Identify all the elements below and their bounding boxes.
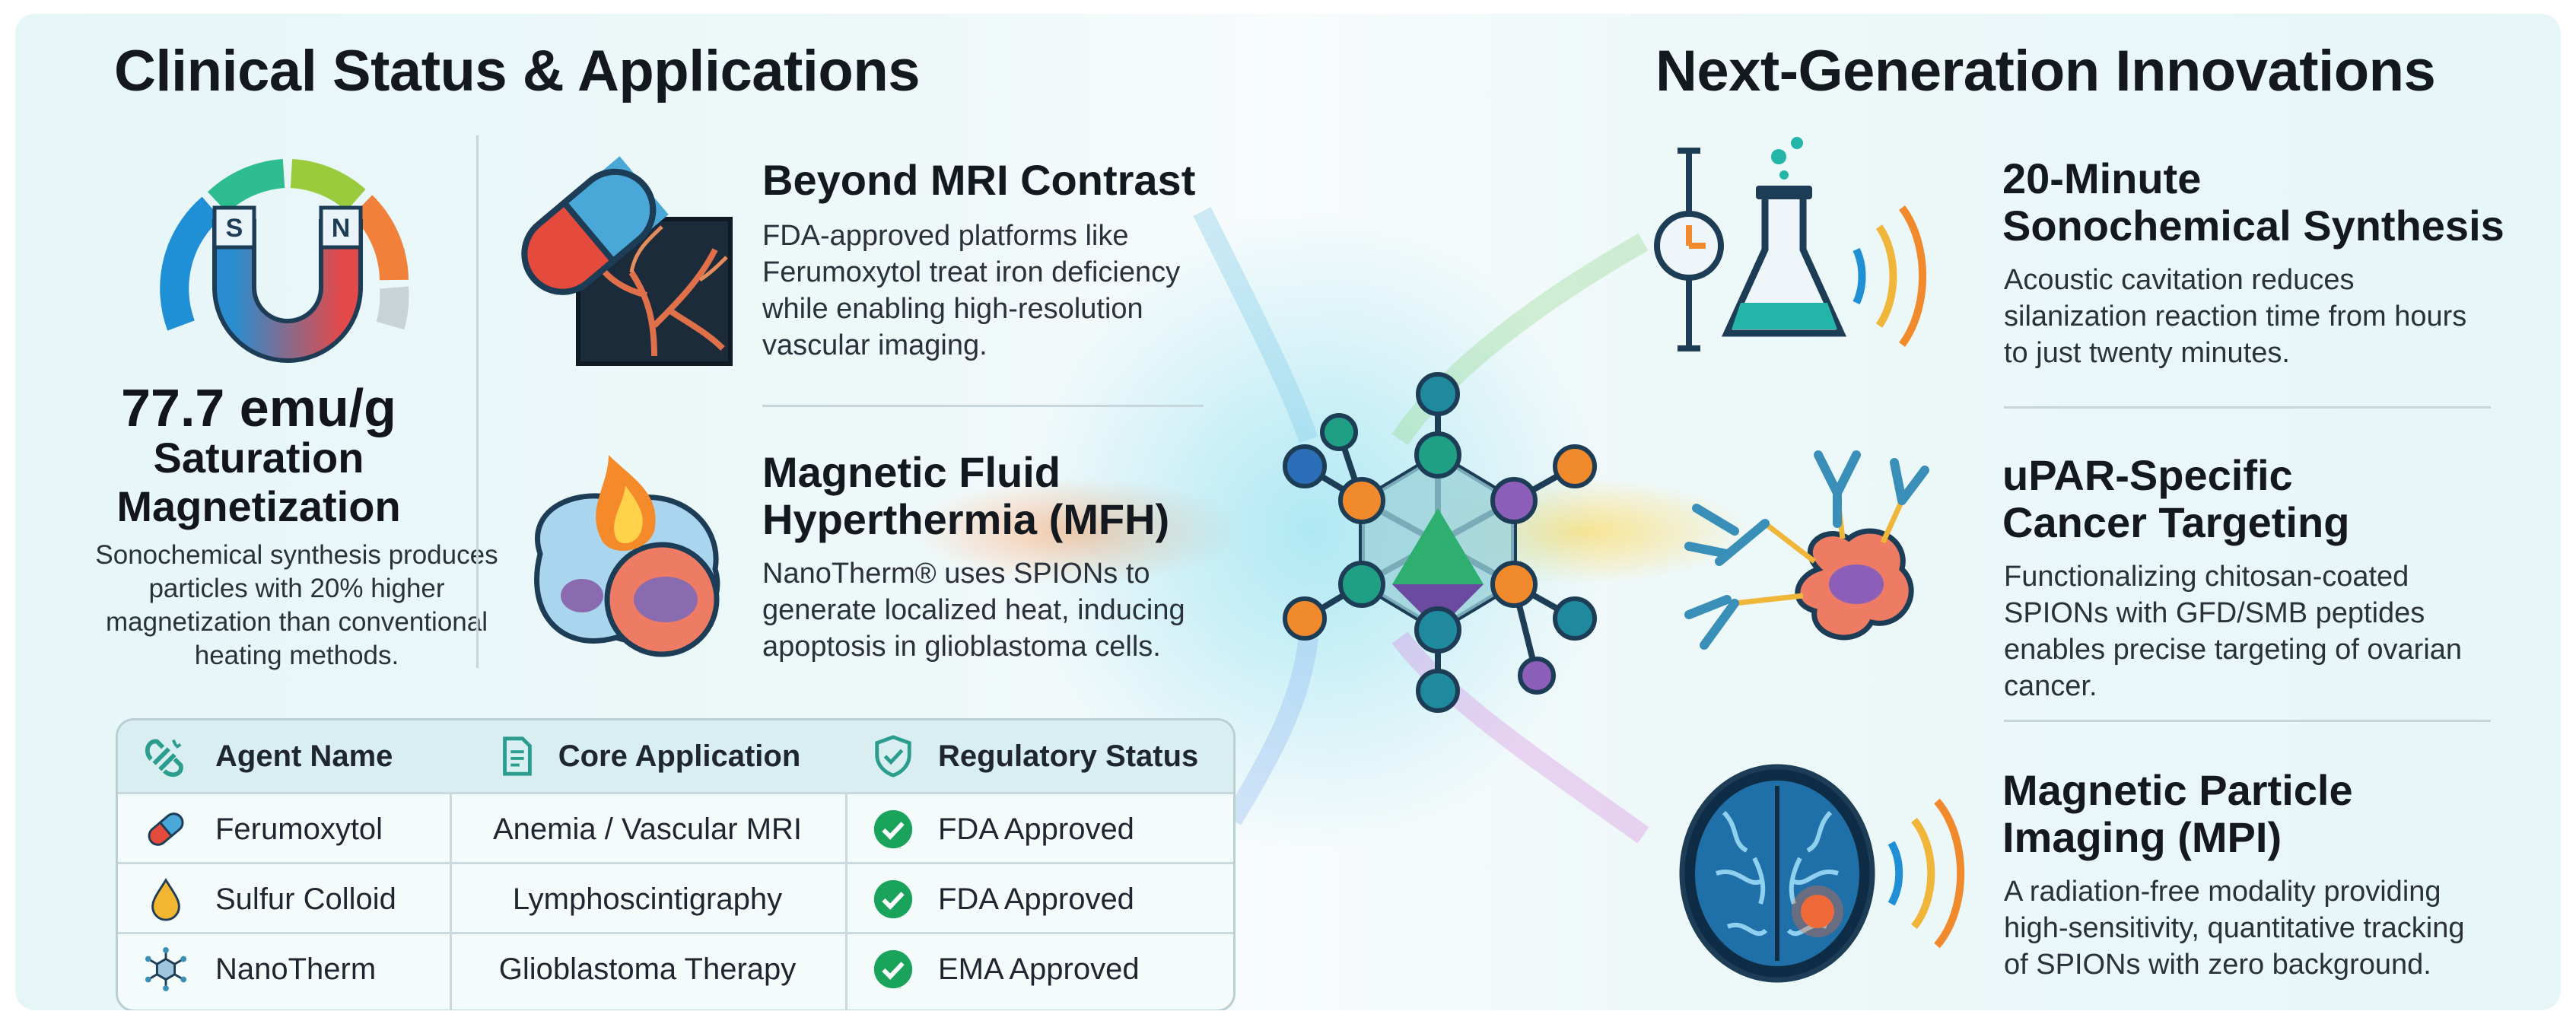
check-circle-icon [873, 879, 913, 919]
regulatory-status: FDA Approved [938, 812, 1134, 846]
feature-sono-title: 20-Minute Sonochemical Synthesis [2002, 155, 2504, 250]
table-cell-application: Anemia / Vascular MRI [450, 794, 845, 864]
table-cell-agent: Ferumoxytol [118, 794, 450, 864]
table-header-agent: Agent Name [118, 720, 450, 792]
metric-label: Saturation Magnetization [84, 434, 434, 531]
table-header-application-label: Core Application [558, 739, 801, 773]
table-cell-status: FDA Approved [845, 794, 1233, 864]
table-cell-agent: NanoTherm [118, 934, 450, 1004]
metric-description: Sonochemical synthesis produces particle… [95, 540, 498, 670]
metric-label-line2: Magnetization [116, 482, 401, 530]
droplet-icon [151, 878, 180, 921]
table-header-status-label: Regulatory Status [938, 739, 1199, 773]
core-application: Anemia / Vascular MRI [492, 812, 803, 846]
table-cell-application: Lymphoscintigraphy [450, 864, 845, 934]
feature-sono-title-line2: Sonochemical Synthesis [2002, 202, 2504, 250]
check-circle-icon [873, 809, 913, 849]
left-vertical-divider [476, 135, 479, 668]
agents-table: Agent Name Core Application Regulatory S… [116, 718, 1236, 1010]
table-header-status: Regulatory Status [845, 720, 1233, 792]
table-cell-agent: Sulfur Colloid [118, 864, 450, 934]
infographic-canvas: Clinical Status & Applications S N 77.7 … [15, 14, 2561, 1010]
feature-mpi-title-line2: Imaging (MPI) [2002, 813, 2282, 861]
feature-mfh-title-line2: Hyperthermia (MFH) [762, 495, 1170, 543]
feature-upar-text: Functionalizing chitosan-coated SPIONs w… [2004, 561, 2463, 702]
right-feature-divider [2004, 720, 2491, 722]
table-header-application: Core Application [450, 720, 845, 792]
magnet-gauge-icon: S N [160, 159, 409, 363]
feature-upar-title-line2: Cancer Targeting [2002, 498, 2350, 546]
regulatory-status: FDA Approved [938, 882, 1134, 916]
left-feature-divider [762, 405, 1204, 407]
agent-name: Sulfur Colloid [215, 882, 396, 916]
feature-mfh-title-line1: Magnetic Fluid [762, 448, 1061, 496]
pill-and-angiogram-icon [521, 156, 733, 366]
right-section-title: Next-Generation Innovations [1655, 39, 2436, 103]
capsule-icon [148, 813, 184, 846]
feature-mfh-title: Magnetic Fluid Hyperthermia (MFH) [762, 449, 1169, 543]
feature-sono-text: Acoustic cavitation reduces silanization… [2004, 264, 2467, 369]
metric-value: 77.7 emu/g [121, 378, 396, 437]
table-header-agent-label: Agent Name [215, 739, 393, 773]
nanoparticle-icon [145, 947, 187, 991]
feature-upar-title: uPAR-Specific Cancer Targeting [2002, 452, 2349, 546]
feature-sono-title-line1: 20-Minute [2002, 154, 2202, 202]
left-section-title: Clinical Status & Applications [114, 39, 921, 103]
table-cell-status: EMA Approved [845, 934, 1233, 1004]
brain-scan-icon [1679, 764, 1965, 983]
document-icon [502, 736, 532, 776]
table-row: Sulfur Colloid Lymphoscintigraphy FDA Ap… [118, 862, 1233, 934]
nanoparticle-molecule-icon [1283, 372, 1597, 713]
feature-mri-text: FDA-approved platforms like Ferumoxytol … [762, 220, 1181, 361]
table-col-separator [845, 720, 848, 1010]
feature-mri-title: Beyond MRI Contrast [762, 156, 1196, 204]
shield-check-icon [875, 735, 911, 778]
feature-mpi-title-line1: Magnetic Particle [2002, 766, 2353, 814]
feature-mpi-text: A radiation-free modality providing high… [2004, 876, 2465, 981]
table-cell-application: Glioblastoma Therapy [450, 934, 845, 1004]
flaming-cell-icon [534, 455, 720, 657]
agent-name: Ferumoxytol [215, 812, 383, 846]
right-feature-divider [2004, 406, 2491, 409]
table-header-row: Agent Name Core Application Regulatory S… [118, 720, 1233, 792]
antibody-cancer-cell-icon [1684, 450, 1929, 650]
check-circle-icon [873, 949, 913, 989]
regulatory-status: EMA Approved [938, 952, 1140, 986]
metric-label-line1: Saturation [153, 434, 364, 482]
table-row: NanoTherm Glioblastoma Therapy EMA Appro… [118, 932, 1233, 1004]
feature-mpi-title: Magnetic Particle Imaging (MPI) [2002, 767, 2353, 861]
timer-flask-sound-icon [1654, 137, 1927, 351]
magnet-pole-n: N [332, 214, 351, 243]
table-row: Ferumoxytol Anemia / Vascular MRI FDA Ap… [118, 792, 1233, 864]
core-application: Glioblastoma Therapy [498, 952, 797, 986]
core-application: Lymphoscintigraphy [512, 882, 783, 916]
magnet-icon [145, 739, 183, 778]
table-cell-status: FDA Approved [845, 864, 1233, 934]
agent-name: NanoTherm [215, 952, 377, 986]
feature-mfh-text: NanoTherm® uses SPIONs to generate local… [762, 558, 1185, 663]
magnet-pole-s: S [226, 214, 243, 243]
feature-upar-title-line1: uPAR-Specific [2002, 451, 2293, 499]
table-col-separator [450, 720, 452, 1010]
